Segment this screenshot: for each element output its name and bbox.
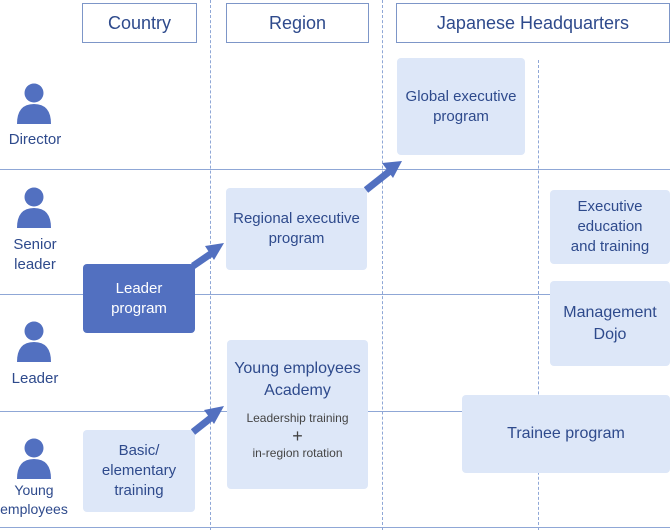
person-icon (17, 438, 51, 479)
column-divider-region (382, 0, 383, 530)
person-icon (17, 321, 51, 362)
row-divider-director (0, 169, 670, 170)
role-leader: Leader (11, 370, 59, 387)
person-icon (17, 83, 51, 124)
row-divider-bottom (0, 527, 670, 528)
column-divider-country (210, 0, 211, 530)
leader-program: Leader program (83, 264, 195, 333)
header-country: Country (82, 3, 197, 43)
trainee-program: Trainee program (462, 395, 670, 473)
global-executive-program: Global executive program (397, 58, 525, 155)
row-divider-senior-leader (0, 294, 670, 295)
basic-elementary-training: Basic/ elementary training (83, 430, 195, 512)
header-region: Region (226, 3, 369, 43)
role-director: Director (8, 131, 62, 148)
regional-executive-program: Regional executive program (226, 188, 367, 270)
executive-education-and-training: Executive education and training (550, 190, 670, 264)
management-dojo: Management Dojo (550, 281, 670, 366)
arrow-icon (190, 406, 224, 435)
role-young-employees: Young employees (0, 482, 68, 517)
arrow-icon (191, 243, 224, 269)
column-divider-hq (538, 60, 539, 530)
young-employees-academy: Young employees Academy Leadership train… (227, 340, 368, 489)
person-icon (17, 187, 51, 228)
role-senior-leader: Senior leader (13, 236, 57, 273)
arrow-icon (363, 161, 402, 193)
header-japanese-hq: Japanese Headquarters (396, 3, 670, 43)
